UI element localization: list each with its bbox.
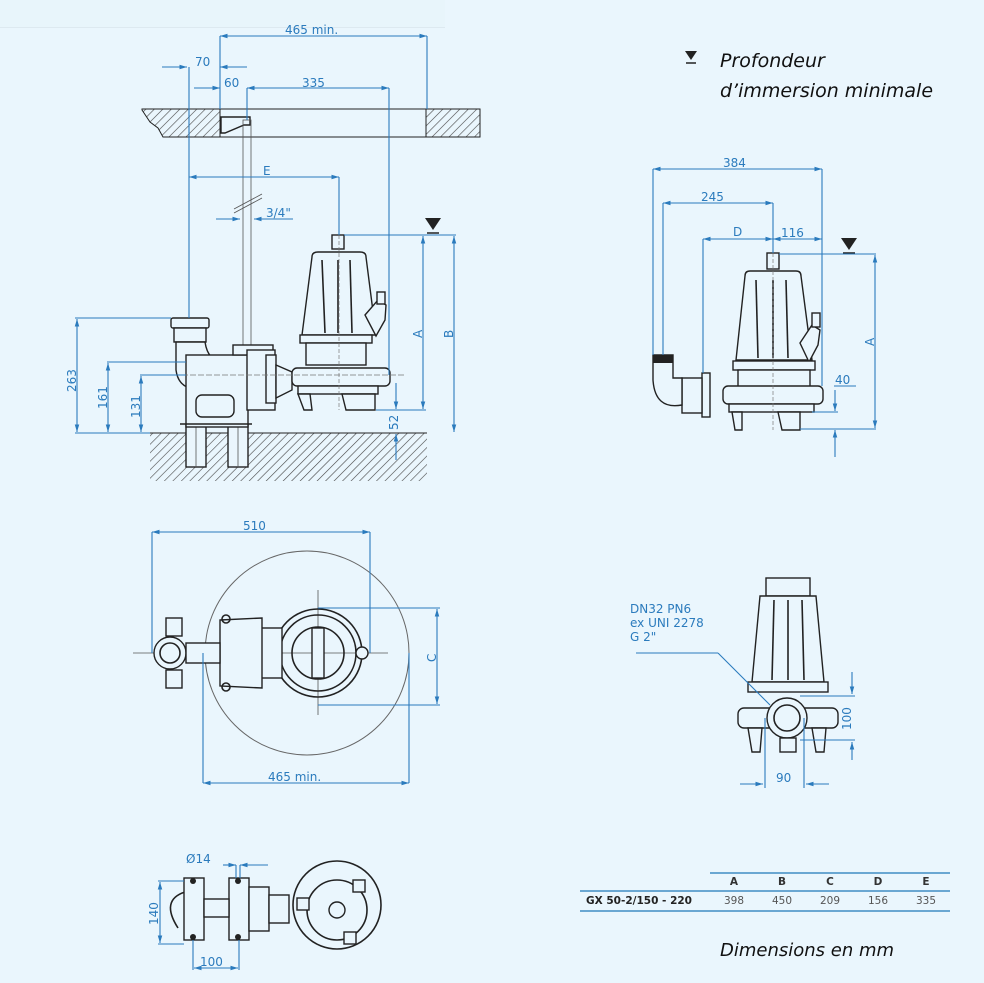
dim-pipe: 3/4" [266, 206, 291, 220]
dim-E: E [263, 164, 271, 178]
table-header-row: A B C D E [580, 872, 950, 891]
callout-line-1: DN32 PN6 [630, 602, 692, 616]
dim-100-rear: 100 [840, 707, 854, 730]
ceiling-slab [141, 108, 481, 138]
table-header-E: E [902, 872, 950, 891]
guide-pipe [242, 119, 252, 351]
callout-line-3: G 2" [630, 630, 657, 644]
top-view: 510 C 465 min. [133, 519, 440, 786]
pump-rear [737, 577, 839, 753]
top-dimension-labels: 510 C 465 min. [243, 519, 439, 784]
table-header-D: D [854, 872, 902, 891]
dim-161: 161 [96, 386, 110, 409]
table-row: GX 50-2/150 - 220 398 450 209 156 335 [580, 890, 950, 912]
dim-335: 335 [302, 76, 325, 90]
duckfoot-bend [170, 317, 252, 428]
front-dimensions [652, 166, 878, 457]
dim-245: 245 [701, 190, 724, 204]
dim-263: 263 [65, 369, 79, 392]
front-dimension-labels: 384 245 D 116 A 40 [701, 156, 877, 387]
table-header-A: A [710, 872, 758, 891]
pump-top [153, 608, 369, 698]
dimensions-table: A B C D E GX 50-2/150 - 220 398 450 209 … [580, 872, 950, 912]
dim-384: 384 [723, 156, 746, 170]
table-cell-model: GX 50-2/150 - 220 [580, 890, 710, 912]
base-dimensions [157, 862, 268, 971]
table-header-C: C [806, 872, 854, 891]
base-dimension-labels: Ø14 140 100 [147, 852, 223, 969]
side-view: 465 min. 70 60 335 E 3/4" A B 263 161 13… [65, 23, 481, 481]
dim-465: 465 min. [285, 23, 338, 37]
dim-70: 70 [195, 55, 210, 69]
dim-100-base: 100 [200, 955, 223, 969]
rear-view: 100 90 [636, 577, 855, 788]
table-cell-C: 209 [806, 890, 854, 912]
dim-A: A [411, 329, 425, 338]
side-dimension-labels: 465 min. 70 60 335 E 3/4" A B 263 161 13… [65, 23, 456, 430]
top-band [0, 0, 445, 28]
immersion-legend: Profondeur d’immersion minimale [720, 46, 933, 106]
side-dimensions [74, 33, 457, 460]
pump-front [652, 252, 824, 431]
dim-465-top: 465 min. [268, 770, 321, 784]
dim-52: 52 [387, 415, 401, 430]
dim-B: B [442, 330, 456, 338]
dim-40: 40 [835, 373, 850, 387]
table-cell-A: 398 [710, 890, 758, 912]
rear-dimension-labels: 100 90 [776, 707, 854, 785]
pump-side [150, 234, 406, 411]
dim-60: 60 [224, 76, 239, 90]
pump-base [292, 860, 382, 950]
front-view: 384 245 D 116 A 40 [652, 156, 878, 457]
floor-anchors [185, 424, 249, 468]
water-level-icon [685, 51, 697, 64]
dim-510: 510 [243, 519, 266, 533]
dim-116: 116 [781, 226, 804, 240]
table-header-B: B [758, 872, 806, 891]
rear-dimensions [740, 672, 855, 788]
base-view: Ø14 140 100 [147, 852, 382, 971]
dim-140: 140 [147, 902, 161, 925]
dim-C: C [425, 654, 439, 662]
callout-line-2: ex UNI 2278 [630, 616, 704, 630]
top-dimensions [151, 529, 440, 786]
water-level-icon [425, 218, 441, 230]
connection-callout: DN32 PN6 ex UNI 2278 G 2" [630, 602, 704, 644]
dim-90: 90 [776, 771, 791, 785]
legend-line-2: d’immersion minimale [720, 80, 934, 102]
dim-A-front: A [863, 337, 877, 346]
dim-131: 131 [129, 395, 143, 418]
coupling [232, 344, 293, 411]
table-cell-D: 156 [854, 890, 902, 912]
table-cell-E: 335 [902, 890, 950, 912]
water-level-icon [841, 238, 857, 250]
units-note: Dimensions en mm [720, 940, 895, 961]
dim-14: Ø14 [186, 852, 211, 866]
table-header-blank [580, 873, 710, 891]
table-cell-B: 450 [758, 890, 806, 912]
legend-line-1: Profondeur [720, 50, 825, 72]
dim-D: D [733, 225, 742, 239]
